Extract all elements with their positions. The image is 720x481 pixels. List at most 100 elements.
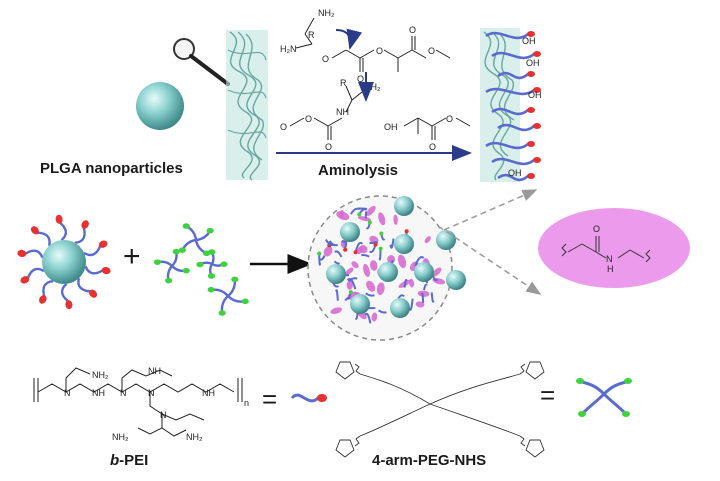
star-arm-tip (183, 268, 190, 274)
chem-o-10: O (446, 114, 453, 124)
bpei-n-1: N (64, 388, 71, 398)
np-arm (37, 233, 50, 246)
np-arm (43, 281, 53, 297)
network-nanoparticle (394, 196, 414, 216)
chem-o-1: O (322, 54, 329, 64)
aminolysis-label: Aminolysis (318, 162, 398, 179)
np-arm-tip (55, 214, 63, 224)
plus-sign: + (123, 240, 141, 274)
np-arm-tip (87, 288, 98, 299)
peg-nhs-star-polymers (154, 223, 249, 316)
plga-sphere (136, 82, 184, 130)
np-arm (86, 266, 104, 273)
bpei-nh-3: NH (202, 388, 215, 398)
np-core-sphere (42, 240, 86, 284)
plga-nanoparticles-label: PLGA nanoparticles (40, 160, 183, 177)
chem-r-mid: R (340, 78, 347, 88)
star-arm-tip (196, 262, 203, 268)
aminolysis-chemistry (290, 18, 470, 140)
amine-functionalized-nanoparticle (17, 214, 111, 309)
network-arm-tip (343, 248, 347, 252)
network-arm-tip (368, 220, 372, 224)
inset-o: O (593, 224, 600, 234)
np-arm (28, 269, 44, 279)
np-arm (59, 222, 65, 240)
star-arm-tip (242, 299, 249, 305)
np-arm (75, 227, 85, 243)
network-nanoparticle (446, 270, 466, 290)
star-arm-tip (219, 310, 226, 316)
np-arm (25, 251, 43, 258)
chem-o-3: O (376, 46, 383, 56)
peg-star-symbol (576, 378, 632, 417)
bpei-label-suffix: -PEI (119, 452, 148, 469)
network-nanoparticle (340, 222, 360, 242)
star-arm-tip (183, 223, 190, 229)
equals-sign-peg: = (540, 380, 555, 411)
network-arm-tip (354, 250, 358, 254)
crosslinked-network (308, 196, 466, 340)
chem-o-4: O (409, 25, 416, 35)
surface-oh-1: OH (522, 36, 536, 46)
star-arm-tip (179, 247, 186, 253)
network-arm-tip (317, 252, 321, 256)
surface-arm-tip (533, 157, 541, 163)
inset-n: N (606, 254, 613, 264)
surface-oh-3: OH (528, 90, 542, 100)
chem-h2n: H₂N (280, 44, 297, 54)
bpei-n-3: N (148, 388, 155, 398)
bpei-nh2-1: NH₂ (92, 370, 109, 380)
star-arm-tip (154, 259, 161, 265)
surface-arm-tip (527, 71, 535, 77)
star-arm-tip (208, 273, 215, 279)
chem-ho: OH (384, 122, 398, 132)
bpei-nh-1: NH (92, 388, 105, 398)
star-arm-tip (208, 249, 215, 255)
network-nanoparticle (378, 262, 398, 282)
peg-nhs-structure (336, 362, 544, 457)
np-arm (78, 278, 91, 291)
np-arm-tip (29, 225, 40, 236)
network-arm-tip (379, 247, 383, 251)
bpei-n-4: N (160, 410, 167, 420)
network-nanoparticle (394, 234, 414, 254)
np-arm (62, 284, 68, 302)
zoom-dashed-line-top (444, 190, 536, 230)
chem-o-8: O (325, 142, 332, 152)
star-arm-tip (220, 261, 227, 267)
bpei-symbol (292, 394, 327, 402)
network-nanoparticle (414, 262, 434, 282)
star-arm-tip (208, 287, 215, 293)
equals-sign-bpei: = (262, 384, 277, 415)
surface-arm-tip (533, 123, 541, 129)
np-arm-tip (17, 249, 27, 258)
network-arm-tip (379, 232, 383, 236)
chem-nh: NH (336, 107, 349, 117)
surface-arm-tip (533, 51, 541, 57)
np-arm-tip (65, 300, 73, 310)
chem-o-5: O (428, 46, 435, 56)
amide-bond-inset: O N H (538, 208, 690, 288)
network-arm-tip (357, 212, 361, 216)
chem-o-2: O (357, 74, 364, 84)
bpei-structure (34, 368, 242, 436)
bpei-nh2-2: NH₂ (186, 432, 203, 442)
inset-h: H (607, 264, 614, 274)
chem-o-7: O (305, 114, 312, 124)
surface-arm-tip (527, 107, 535, 113)
peg-nhs-label: 4-arm-PEG-NHS (372, 452, 486, 469)
star-arm-tip (207, 228, 214, 234)
bpei-label-prefix: b (110, 452, 119, 469)
np-arm-tip (80, 219, 91, 230)
chem-nh2-top: NH₂ (318, 8, 335, 18)
star-arm-tip (165, 278, 172, 284)
chem-o-9: O (429, 142, 436, 152)
star-arm-tip (231, 277, 238, 283)
network-arm-tip (374, 243, 378, 247)
np-arm-tip (38, 294, 49, 305)
chem-r-top: R (308, 30, 315, 40)
plga-surface-mesh-left (226, 30, 268, 180)
network-nanoparticle (436, 230, 456, 250)
bpei-n-2: N (120, 388, 127, 398)
